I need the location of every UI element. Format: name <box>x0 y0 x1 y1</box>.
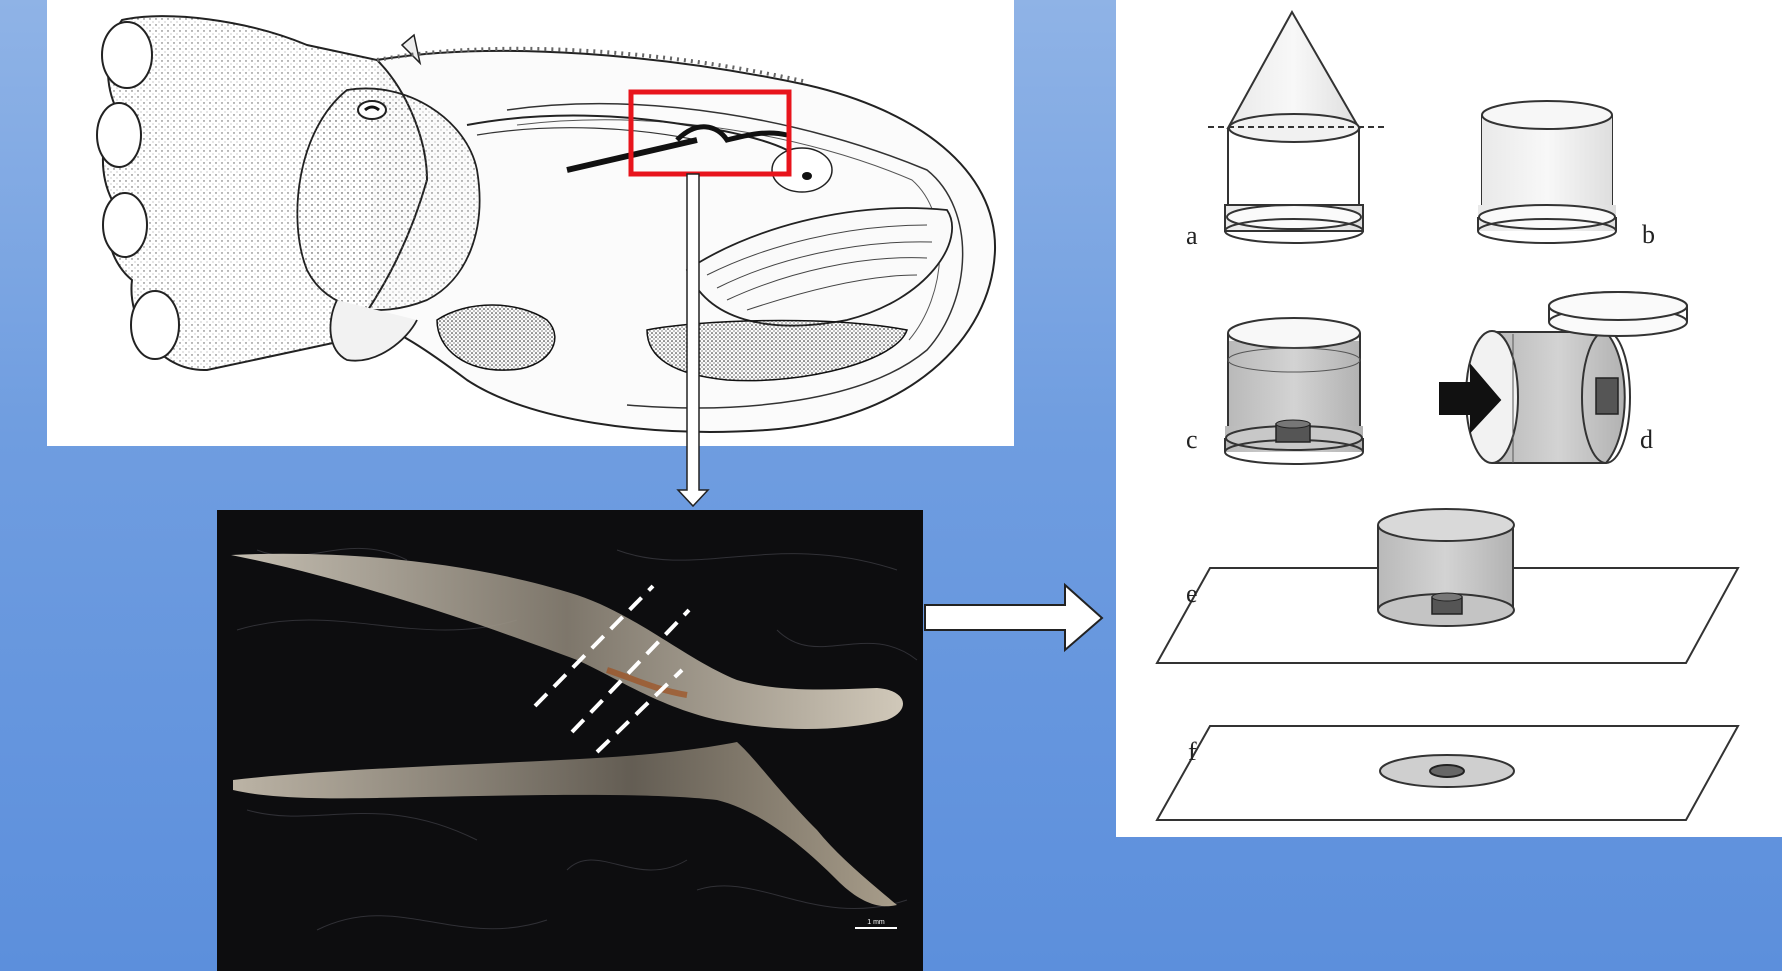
right-arrow-icon <box>925 585 1102 650</box>
scale-bar-label: 1 mm <box>867 919 885 926</box>
step-label-c: c <box>1186 425 1198 454</box>
procedure-steps-panel: a b c d e f <box>1116 0 1782 837</box>
step-b <box>1478 101 1616 243</box>
step-label-d: d <box>1640 425 1653 454</box>
step-label-b: b <box>1642 220 1655 249</box>
microscope-photo-panel: 1 mm <box>217 510 923 971</box>
step-c <box>1225 318 1363 464</box>
procedure-steps-diagram: a b c d e f <box>1116 0 1782 837</box>
step-label-f: f <box>1188 737 1197 766</box>
anatomy-drawing-panel <box>47 0 1014 446</box>
step-label-e: e <box>1186 579 1198 608</box>
microscope-photo: 1 mm <box>217 510 923 971</box>
anatomy-drawing <box>47 0 1014 446</box>
step-a <box>1208 12 1384 243</box>
step-label-a: a <box>1186 221 1198 250</box>
step-f <box>1157 726 1738 820</box>
step-e <box>1157 509 1738 663</box>
